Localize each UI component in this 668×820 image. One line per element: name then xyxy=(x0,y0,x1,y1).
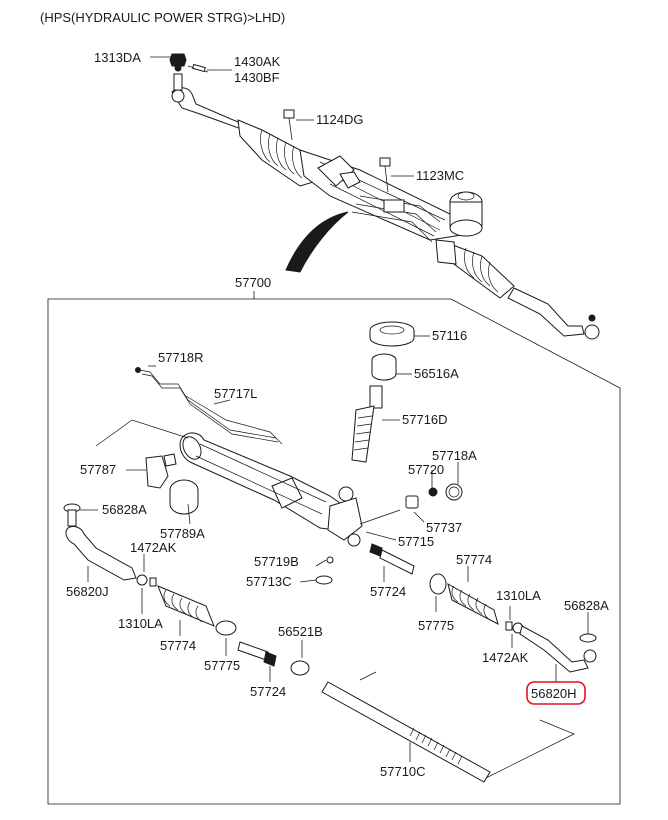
label-57720[interactable]: 57720 xyxy=(408,462,444,477)
label-1472AK-right[interactable]: 1472AK xyxy=(482,650,529,665)
label-57700[interactable]: 57700 xyxy=(235,275,271,290)
top-leader-lines xyxy=(150,56,414,299)
label-57718R[interactable]: 57718R xyxy=(158,350,204,365)
label-1430BF[interactable]: 1430BF xyxy=(234,70,280,85)
label-57716D[interactable]: 57716D xyxy=(402,412,448,427)
label-57724-right[interactable]: 57724 xyxy=(370,584,406,599)
label-56820J[interactable]: 56820J xyxy=(66,584,109,599)
label-57718A[interactable]: 57718A xyxy=(432,448,477,463)
label-56516A[interactable]: 56516A xyxy=(414,366,459,381)
exploded-leader-lines xyxy=(80,335,589,762)
label-57775-left[interactable]: 57775 xyxy=(204,658,240,673)
label-57787[interactable]: 57787 xyxy=(80,462,116,477)
label-1430AK[interactable]: 1430AK xyxy=(234,54,281,69)
label-1472AK-left[interactable]: 1472AK xyxy=(130,540,177,555)
label-57715[interactable]: 57715 xyxy=(398,534,434,549)
label-57775-right[interactable]: 57775 xyxy=(418,618,454,633)
label-57737[interactable]: 57737 xyxy=(426,520,462,535)
label-56828A-right[interactable]: 56828A xyxy=(564,598,609,613)
label-57717L[interactable]: 57717L xyxy=(214,386,257,401)
label-57789A[interactable]: 57789A xyxy=(160,526,205,541)
label-57116[interactable]: 57116 xyxy=(432,328,467,343)
diagram-title: (HPS(HYDRAULIC POWER STRG)>LHD) xyxy=(40,10,285,25)
label-1123MC[interactable]: 1123MC xyxy=(416,168,464,183)
label-57719B[interactable]: 57719B xyxy=(254,554,299,569)
label-56820H[interactable]: 56820H xyxy=(531,686,577,701)
assembly-frame xyxy=(47,298,621,805)
label-57713C[interactable]: 57713C xyxy=(246,574,292,589)
label-1310LA-right[interactable]: 1310LA xyxy=(496,588,541,603)
label-57724-left[interactable]: 57724 xyxy=(250,684,286,699)
label-1310LA-left[interactable]: 1310LA xyxy=(118,616,163,631)
label-1313DA[interactable]: 1313DA xyxy=(94,50,141,65)
label-56521B[interactable]: 56521B xyxy=(278,624,323,639)
label-1124DG[interactable]: 1124DG xyxy=(316,112,363,127)
steering-gear-assembly-illustration xyxy=(169,53,600,340)
label-57710C[interactable]: 57710C xyxy=(380,764,426,779)
label-57774-right[interactable]: 57774 xyxy=(456,552,492,567)
label-57774-left[interactable]: 57774 xyxy=(160,638,196,653)
highlight-box-56820H xyxy=(526,681,586,705)
label-56828A-left[interactable]: 56828A xyxy=(102,502,147,517)
